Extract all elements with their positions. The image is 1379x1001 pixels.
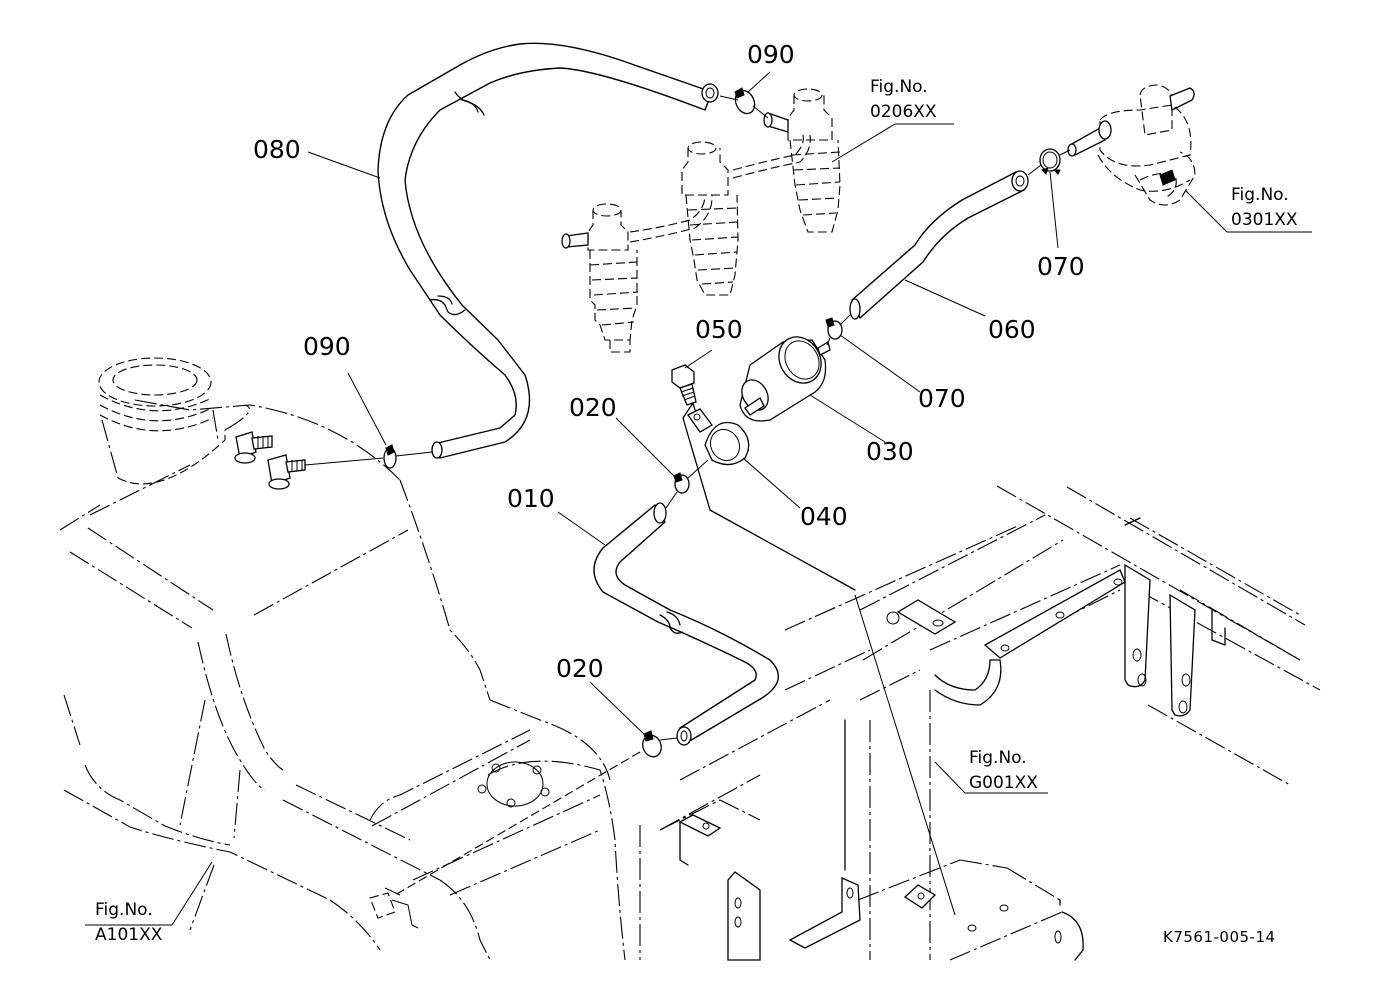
fuel-filter-030 — [739, 336, 831, 422]
callout-080: 080 — [253, 135, 301, 164]
fig-number-fuel-tank[interactable]: A101XX — [95, 925, 163, 945]
tank-fitting-supply — [267, 454, 306, 490]
injector-3 — [787, 88, 841, 233]
fig-ref-fuel-tank[interactable]: Fig.No. A101XX — [95, 900, 163, 945]
fig-label: Fig.No. — [1231, 185, 1289, 205]
fig-ref-fuel-pump[interactable]: Fig.No. 0301XX — [1231, 185, 1298, 230]
frame — [639, 485, 1321, 961]
bolt-050 — [671, 364, 697, 406]
clamp-090-lower — [383, 444, 397, 469]
injector-1 — [561, 203, 639, 353]
clamp-020-upper — [673, 472, 690, 494]
fig-label: Fig.No. — [870, 77, 928, 97]
callout-070-lower: 070 — [918, 384, 966, 413]
hose-060 — [849, 170, 1029, 320]
callout-060: 060 — [988, 315, 1036, 344]
fig-ref-injectors[interactable]: Fig.No. 0206XX — [870, 77, 937, 122]
frame-lower — [659, 799, 1084, 961]
hose-010 — [593, 502, 779, 746]
filter-band-040 — [682, 402, 856, 591]
frame-bracket — [886, 599, 957, 635]
sender-unit-mount — [477, 761, 550, 808]
clamp-070-lower — [825, 317, 843, 340]
callout-090-lower: 090 — [303, 332, 351, 361]
clamp-090-upper — [734, 87, 756, 115]
fuel-pump — [1067, 84, 1196, 206]
fig-number-frame[interactable]: G001XX — [969, 773, 1038, 793]
callout-010: 010 — [507, 484, 555, 513]
tank-fitting-return — [234, 431, 273, 464]
frame-hangers — [1124, 563, 1226, 717]
callout-050: 050 — [695, 315, 743, 344]
frame-cradle — [934, 569, 1126, 706]
callout-090-upper: 090 — [747, 40, 795, 69]
drain-fitting — [369, 887, 419, 929]
fig-ref-frame[interactable]: Fig.No. G001XX — [969, 748, 1038, 793]
fig-number-injectors[interactable]: 0206XX — [870, 102, 937, 122]
callout-030: 030 — [866, 437, 914, 466]
callout-020-upper: 020 — [569, 393, 617, 422]
injectors — [561, 88, 841, 353]
fig-label: Fig.No. — [95, 900, 153, 920]
callouts: 080 090 090 070 060 050 070 020 030 010 … — [253, 40, 1085, 683]
callout-040: 040 — [800, 502, 848, 531]
callout-070-upper: 070 — [1037, 252, 1085, 281]
clamp-070-upper — [1039, 148, 1061, 175]
filler-neck — [98, 357, 250, 485]
fig-number-fuel-pump[interactable]: 0301XX — [1231, 210, 1298, 230]
callout-020-lower: 020 — [556, 654, 604, 683]
leader-lines — [85, 71, 1312, 926]
connection-lines — [304, 95, 1071, 896]
fuel-tank — [59, 357, 626, 961]
injector-2 — [681, 141, 739, 296]
clamp-020-lower — [642, 730, 662, 758]
fig-label: Fig.No. — [969, 748, 1027, 768]
return-hose-080 — [377, 42, 719, 459]
drawing-code: K7561-005-14 — [1163, 928, 1276, 946]
